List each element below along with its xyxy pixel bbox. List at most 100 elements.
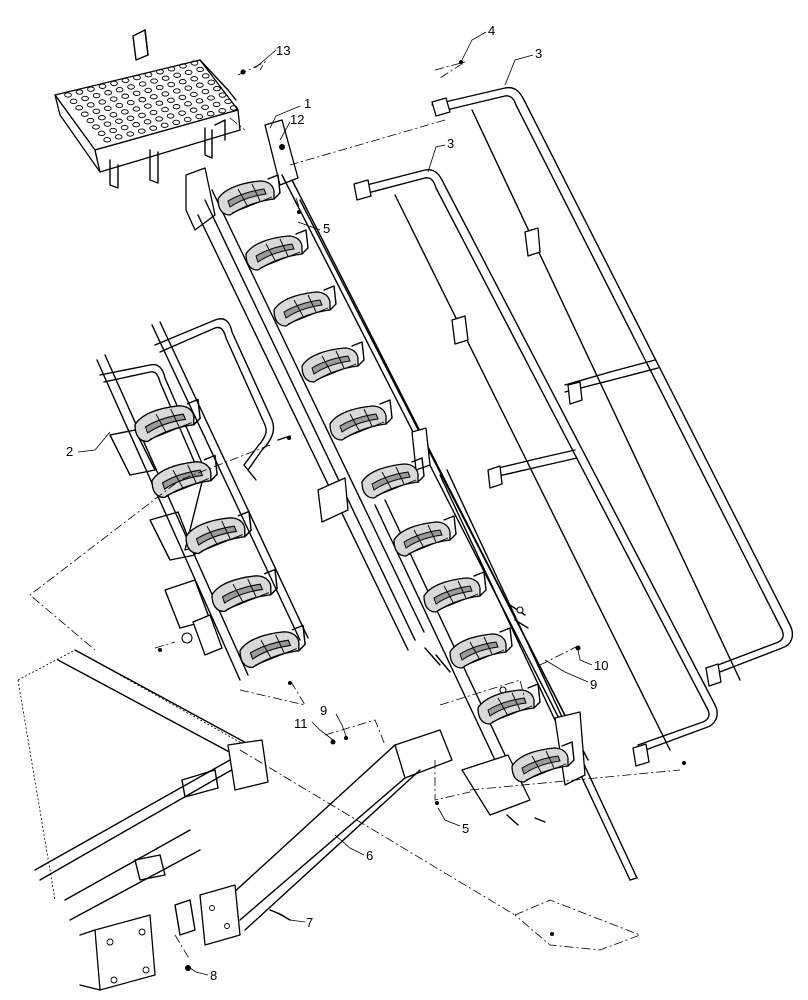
perforation-hole xyxy=(121,93,130,99)
perforation-hole xyxy=(126,99,135,106)
callout-3-outer: 3 xyxy=(535,46,542,61)
perforation-hole xyxy=(81,95,89,102)
perforation-hole xyxy=(161,106,169,113)
perforation-hole xyxy=(109,112,118,118)
leader-lines xyxy=(77,31,593,976)
perforation-hole xyxy=(149,109,158,116)
callout-6: 6 xyxy=(366,848,373,863)
perforation-hole xyxy=(201,88,210,95)
perforation-hole xyxy=(173,72,181,78)
fasteners xyxy=(240,60,581,936)
perforation-hole xyxy=(207,79,216,85)
main-tread xyxy=(245,229,309,271)
main-tread xyxy=(477,683,541,725)
perforation-hole xyxy=(161,75,170,81)
perforation-hole xyxy=(103,137,112,143)
perforation-hole xyxy=(115,87,124,93)
perforation-hole xyxy=(196,66,204,73)
perforation-hole xyxy=(172,119,181,126)
perforation-hole xyxy=(87,86,95,92)
perforation-hole xyxy=(133,74,141,81)
perforation-hole xyxy=(92,92,101,99)
perforation-hole xyxy=(161,91,170,97)
perforation-hole xyxy=(179,63,187,69)
perforation-hole xyxy=(138,112,146,119)
handrail-outer xyxy=(431,86,794,687)
callout-13: 8 xyxy=(210,968,217,983)
perforation-hole xyxy=(75,105,84,111)
perforation-hole xyxy=(64,92,72,98)
perforation-hole xyxy=(183,116,192,123)
perforation-hole xyxy=(155,100,164,106)
perforation-hole xyxy=(155,116,163,122)
assembly-lines xyxy=(29,61,681,961)
small-tread xyxy=(151,454,218,499)
perforation-hole xyxy=(206,111,215,117)
perforation-hole xyxy=(121,77,130,84)
perforation-hole xyxy=(92,108,101,114)
perforation-hole xyxy=(172,104,181,110)
perforation-hole xyxy=(224,98,232,105)
perforation-hole xyxy=(184,85,193,91)
perforation-hole xyxy=(86,102,95,108)
small-stair-treads xyxy=(134,398,306,669)
perforation-hole xyxy=(172,88,181,94)
main-tread xyxy=(217,174,281,216)
perforation-hole xyxy=(132,122,140,128)
main-tread xyxy=(393,515,457,557)
main-tread xyxy=(273,285,337,327)
perforation-hole xyxy=(190,91,198,98)
perforation-hole xyxy=(166,113,175,119)
perforation-hole xyxy=(190,76,199,82)
perforation-hole xyxy=(86,117,95,124)
callout-10: 10 xyxy=(594,658,608,673)
perforation-hole xyxy=(167,81,176,88)
perforation-hole xyxy=(213,86,221,92)
perforation-hole xyxy=(201,73,210,79)
small-tread xyxy=(239,624,306,669)
perforation-hole xyxy=(115,118,123,124)
handrail-inner xyxy=(353,168,718,767)
perforation-hole xyxy=(201,104,209,110)
perforation-hole xyxy=(178,94,187,101)
perforation-hole xyxy=(156,69,164,75)
perforation-hole xyxy=(178,79,187,85)
main-tread xyxy=(329,399,393,441)
callout-labels: 13 1 12 5 3 3 4 2 10 9 5 6 11 9 7 8 xyxy=(66,23,608,983)
perforation-hole xyxy=(115,102,124,109)
perforation-hole xyxy=(126,115,135,121)
perforation-hole xyxy=(195,82,204,88)
perforation-hole xyxy=(121,109,129,115)
callout-1: 1 xyxy=(304,96,311,111)
perforation-hole xyxy=(178,110,186,116)
perforation-hole xyxy=(132,106,141,112)
perforation-hole xyxy=(98,83,107,89)
support-arm xyxy=(185,729,453,971)
perforation-hole xyxy=(126,131,135,137)
small-tread xyxy=(185,510,252,555)
platform-grating xyxy=(54,29,241,189)
perforation-hole xyxy=(109,96,118,102)
callout-5-bottom: 5 xyxy=(462,821,469,836)
perforation-hole xyxy=(132,90,141,96)
callout-3-inner: 3 xyxy=(447,136,454,151)
main-tread xyxy=(301,341,365,383)
main-tread xyxy=(511,741,575,783)
small-stair-assembly xyxy=(96,318,309,685)
callout-8: 13 xyxy=(276,43,290,58)
perforation-hole xyxy=(149,94,158,100)
perforation-hole xyxy=(80,111,89,117)
perforation-hole xyxy=(138,81,147,87)
callout-7: 12 xyxy=(290,112,304,127)
callout-2: 2 xyxy=(66,444,73,459)
perforation-hole xyxy=(75,89,84,95)
perforation-hole xyxy=(155,84,164,91)
perforation-hole xyxy=(92,124,100,130)
perforation-hole xyxy=(138,97,147,103)
callout-12: 7 xyxy=(306,915,313,930)
perforation-hole xyxy=(190,60,199,66)
callout-9-right: 9 xyxy=(590,677,597,692)
perforation-hole xyxy=(189,107,198,113)
perforation-hole xyxy=(120,124,129,131)
main-tread xyxy=(449,627,513,669)
